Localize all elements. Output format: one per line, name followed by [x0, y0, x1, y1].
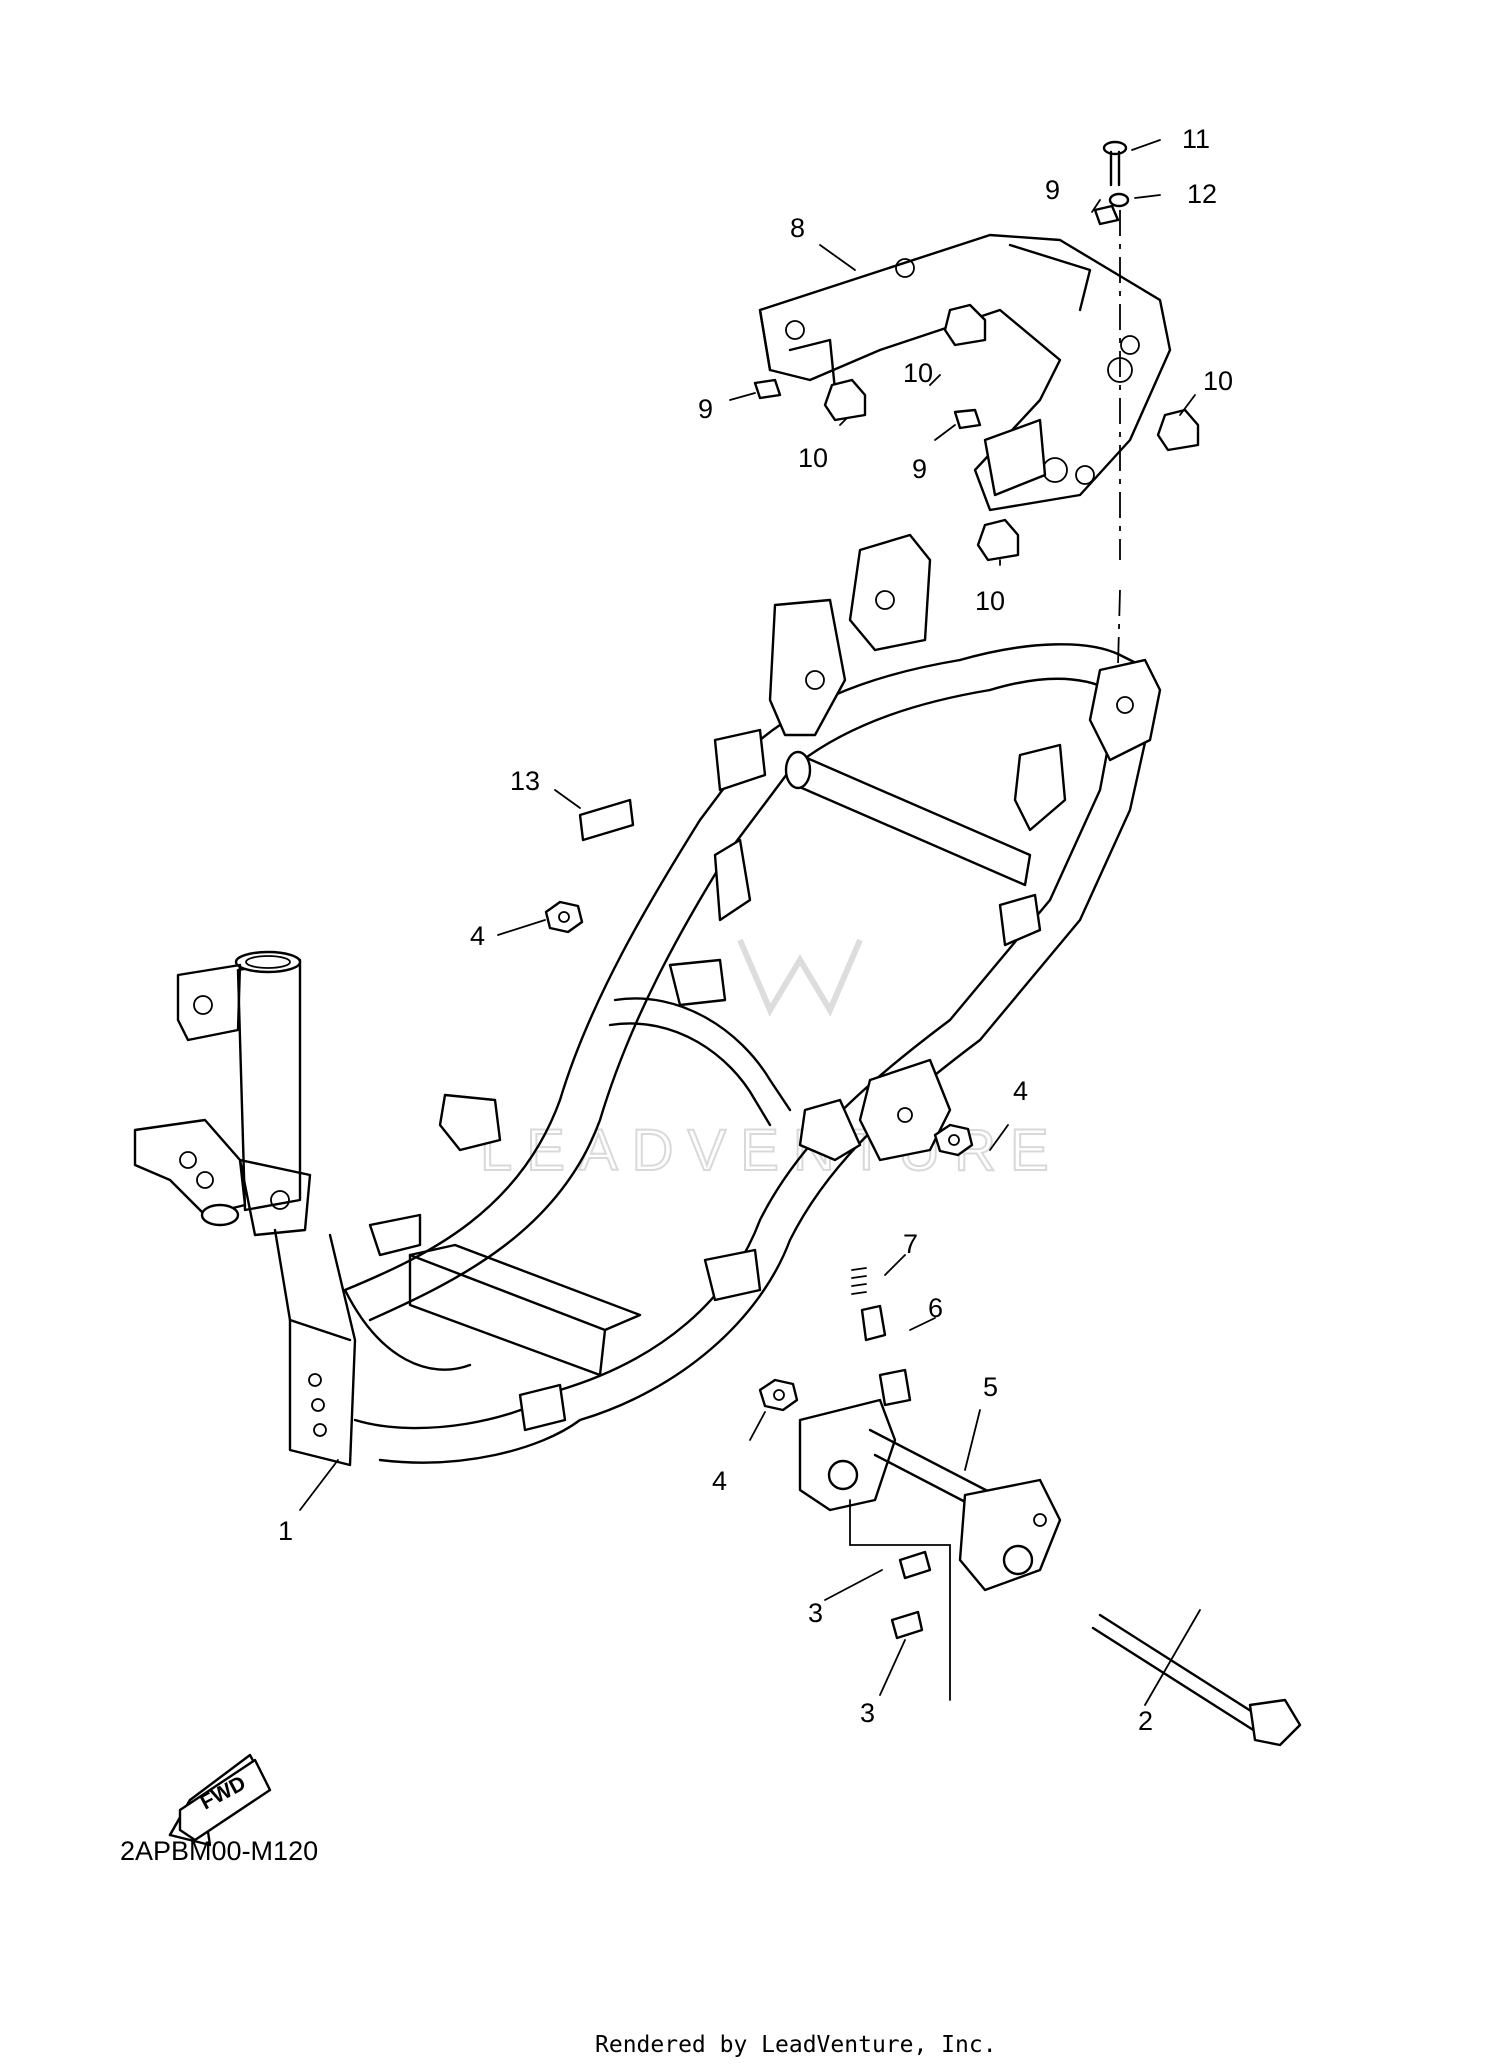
callout-label-13: 13	[510, 766, 540, 796]
callout-nut-4c: 4	[712, 1466, 727, 1496]
seat-frame	[758, 233, 1172, 512]
diagram-code: 2APBM00-M120	[120, 1836, 318, 1866]
callout-damper-10d: 10	[975, 586, 1005, 616]
callout-nut-4b: 4	[1013, 1076, 1028, 1106]
callout-seat-frame-8: 8	[790, 213, 805, 243]
engine-mount	[798, 1267, 1302, 1747]
callout-bolt-11: 11	[1182, 124, 1210, 154]
bolt-and-washer	[1102, 140, 1130, 666]
label-sticker	[578, 798, 635, 842]
callout-bolt-3a: 3	[808, 1598, 823, 1628]
callout-damper-10a: 10	[903, 358, 933, 388]
callout-clip-9a: 9	[1045, 175, 1060, 205]
callout-damper-10c: 10	[1203, 366, 1233, 396]
callout-bolt-3b: 3	[860, 1698, 875, 1728]
nuts	[544, 900, 974, 1412]
callout-clip-9b: 9	[698, 394, 713, 424]
callout-collar-6: 6	[928, 1293, 943, 1323]
callout-washer-12: 12	[1187, 179, 1217, 209]
watermark: LEADVENTURE	[479, 938, 1063, 1184]
leader-lines	[299, 139, 1201, 1706]
watermark-text: LEADVENTURE	[480, 1118, 1063, 1183]
callouts: 1 2 3 3 4 4 4 5 6 7 8 9 9 9 10 10 10 10 …	[278, 124, 1233, 1736]
main-frame	[133, 533, 1162, 1467]
render-credit: Rendered by LeadVenture, Inc.	[595, 2032, 997, 2058]
callout-clip-9c: 9	[912, 454, 927, 484]
callout-damper-10b: 10	[798, 443, 828, 473]
callout-bolt-2: 2	[1138, 1706, 1153, 1736]
callout-nut-4a: 4	[470, 921, 485, 951]
callout-spring-7: 7	[903, 1229, 918, 1259]
fwd-arrow: FWD	[168, 1753, 272, 1847]
callout-bracket-5: 5	[983, 1372, 998, 1402]
dampers	[753, 204, 1200, 562]
callout-frame: 1	[278, 1516, 293, 1546]
